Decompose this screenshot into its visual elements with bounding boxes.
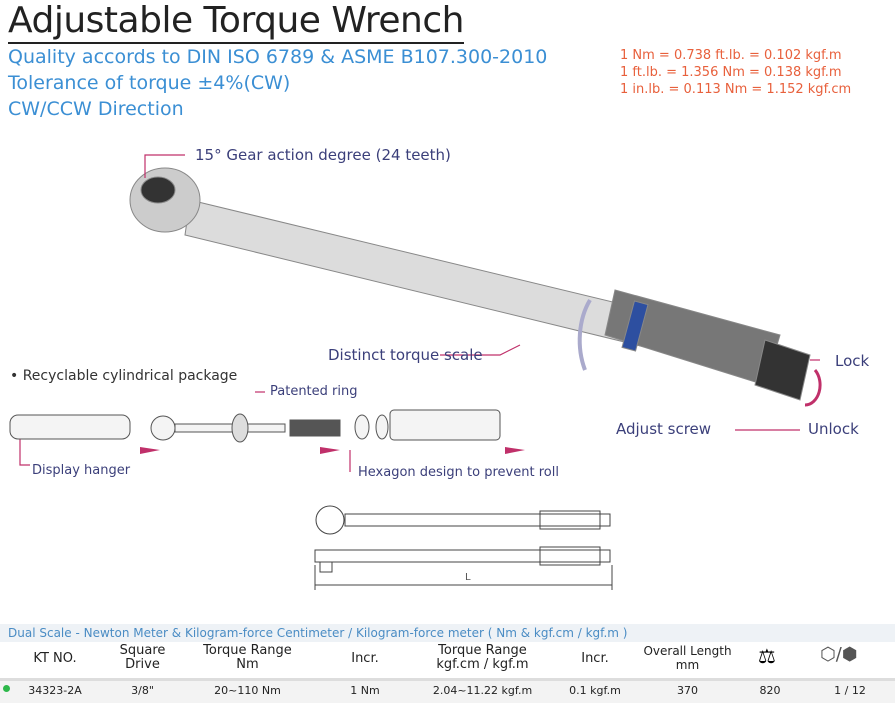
conversion-ftlb: 1 ft.lb. = 1.356 Nm = 0.138 kgf.m	[620, 65, 842, 80]
callout-unlock: Unlock	[808, 420, 859, 438]
cell-torque-nm: 20~110 Nm	[214, 684, 281, 697]
table-caption: Dual Scale - Newton Meter & Kilogram-for…	[0, 624, 895, 642]
carton-icon: ⬡/⬢	[820, 644, 858, 665]
cell-overall-length: 370	[677, 684, 698, 697]
weight-icon: ⚖	[758, 644, 776, 668]
header-torque-nm: Torque Range Nm	[203, 643, 292, 672]
spec-direction: CW/CCW Direction	[8, 98, 184, 120]
callout-hanger: Display hanger	[32, 463, 131, 478]
package-parts	[9, 409, 501, 443]
header-square-drive: Square Drive	[119, 643, 166, 672]
package-heading: • Recyclable cylindrical package	[10, 368, 238, 384]
header-incr-nm: Incr.	[351, 651, 379, 666]
cell-weight: 820	[759, 684, 781, 697]
conversion-nm: 1 Nm = 0.738 ft.lb. = 0.102 kgf.m	[620, 48, 842, 63]
callout-adjust: Adjust screw	[616, 420, 712, 438]
callout-gear: 15° Gear action degree (24 teeth)	[195, 146, 451, 164]
table-row	[0, 678, 895, 703]
cell-torque-kgf: 2.04~11.22 kgf.m	[432, 684, 533, 697]
header-torque-kgf: Torque Range kgf.cm / kgf.m	[436, 643, 529, 672]
dimension-drawing	[314, 505, 613, 590]
cell-square-drive: 3/8"	[131, 684, 154, 697]
spec-standard: Quality accords to DIN ISO 6789 & ASME B…	[8, 46, 548, 68]
cell-incr-nm: 1 Nm	[350, 684, 380, 697]
header-incr-kgf: Incr.	[581, 651, 609, 666]
cell-carton: 1 / 12	[834, 684, 866, 697]
spec-tolerance: Tolerance of torque ±4%(CW)	[8, 72, 291, 94]
page-title: Adjustable Torque Wrench	[8, 0, 464, 44]
callout-ring: Patented ring	[270, 384, 358, 399]
status-dot	[3, 685, 10, 692]
cell-kt-no: 34323-2A	[28, 684, 82, 697]
dimension-label: L	[465, 572, 471, 583]
callout-scale: Distinct torque scale	[328, 346, 483, 364]
wrench-illustration	[9, 154, 822, 590]
cell-incr-kgf: 0.1 kgf.m	[569, 684, 621, 697]
wrench-main	[129, 167, 811, 401]
header-overall-length: Overall Length mm	[643, 644, 732, 672]
conversion-inlb: 1 in.lb. = 0.113 Nm = 1.152 kgf.cm	[620, 82, 852, 97]
callout-lock: Lock	[835, 352, 870, 370]
callout-hexagon: Hexagon design to prevent roll	[358, 465, 559, 480]
header-kt-no: KT NO.	[33, 651, 77, 666]
